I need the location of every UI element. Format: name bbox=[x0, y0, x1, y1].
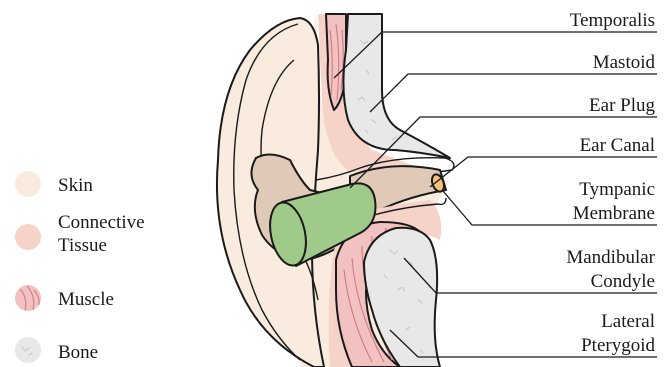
label-mandibular-line2: Condyle bbox=[591, 271, 655, 292]
structure-labels: Temporalis Mastoid Ear Plug Ear Canal Ty… bbox=[566, 10, 655, 356]
legend-item-skin: Skin bbox=[15, 171, 93, 197]
legend-label-muscle: Muscle bbox=[58, 289, 114, 310]
muscle-swatch bbox=[15, 285, 41, 311]
legend-label-skin: Skin bbox=[58, 175, 93, 196]
legend: Skin Connective Tissue Muscle Bone bbox=[15, 171, 145, 363]
label-mastoid: Mastoid bbox=[593, 52, 656, 73]
legend-label-connective-tissue-line2: Tissue bbox=[58, 235, 107, 256]
bone-swatch bbox=[15, 337, 41, 363]
label-mandibular-line1: Mandibular bbox=[566, 247, 655, 268]
label-temporalis: Temporalis bbox=[570, 10, 655, 31]
connective-tissue-swatch bbox=[15, 224, 41, 250]
skin-swatch bbox=[15, 171, 41, 197]
label-tympanic-line2: Membrane bbox=[573, 203, 655, 224]
legend-label-connective-tissue-line1: Connective bbox=[58, 212, 145, 233]
legend-label-bone: Bone bbox=[58, 342, 98, 363]
label-tympanic-line1: Tympanic bbox=[579, 179, 655, 200]
label-ear-plug: Ear Plug bbox=[589, 95, 655, 116]
label-ear-canal: Ear Canal bbox=[580, 135, 655, 156]
legend-item-muscle: Muscle bbox=[15, 285, 114, 311]
legend-item-connective-tissue: Connective Tissue bbox=[15, 212, 145, 256]
legend-item-bone: Bone bbox=[15, 337, 98, 363]
label-pterygoid-line1: Lateral bbox=[601, 311, 655, 332]
label-pterygoid-line2: Pterygoid bbox=[581, 335, 655, 356]
ear-illustration bbox=[217, 14, 454, 367]
